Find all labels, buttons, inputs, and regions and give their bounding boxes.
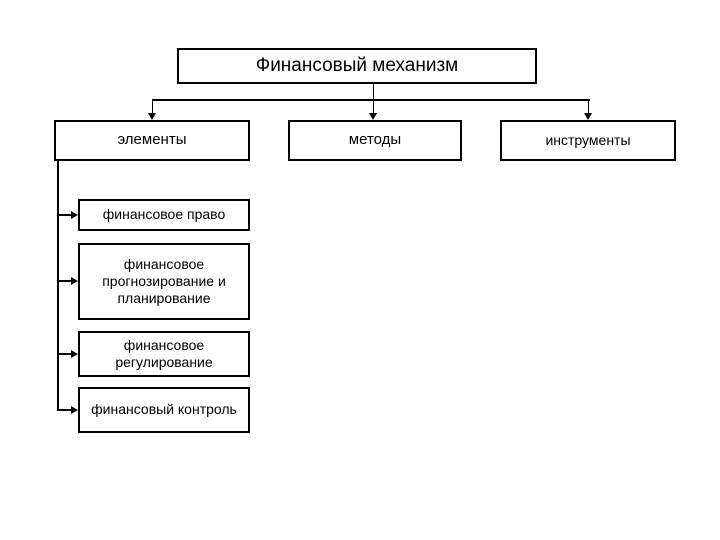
arrowhead-right-icon-regulation: [71, 350, 78, 358]
connector-horizontal-bus: [152, 99, 590, 101]
node-financial-mechanism: Финансовый механизм: [177, 48, 537, 84]
connector-drop-methods: [373, 100, 374, 113]
arrowhead-down-icon-elements: [148, 113, 156, 120]
node-category-instruments: инструменты: [500, 120, 676, 161]
connector-drop-instruments: [588, 100, 589, 113]
node-financial-control: финансовый контроль: [78, 387, 250, 433]
connector-elements-spine: [57, 161, 59, 411]
connector-branch-financial-law: [58, 214, 72, 216]
connector-branch-regulation: [58, 353, 72, 355]
arrowhead-down-icon-methods: [369, 113, 377, 120]
arrowhead-right-icon-control: [71, 406, 78, 414]
node-financial-law: финансовое право: [78, 199, 250, 231]
arrowhead-down-icon-instruments: [584, 113, 592, 120]
connector-root-trunk: [373, 84, 374, 100]
connector-branch-forecasting-planning: [58, 280, 72, 282]
node-financial-regulation: финансовое регулирование: [78, 331, 250, 377]
node-category-elements: элементы: [54, 120, 250, 161]
node-financial-forecasting-planning: финансовое прогнозирование и планировани…: [78, 243, 250, 320]
node-category-methods: методы: [288, 120, 462, 161]
connector-branch-control: [58, 409, 72, 411]
arrowhead-right-icon-financial-law: [71, 211, 78, 219]
connector-drop-elements: [152, 100, 153, 113]
arrowhead-right-icon-forecasting-planning: [71, 277, 78, 285]
